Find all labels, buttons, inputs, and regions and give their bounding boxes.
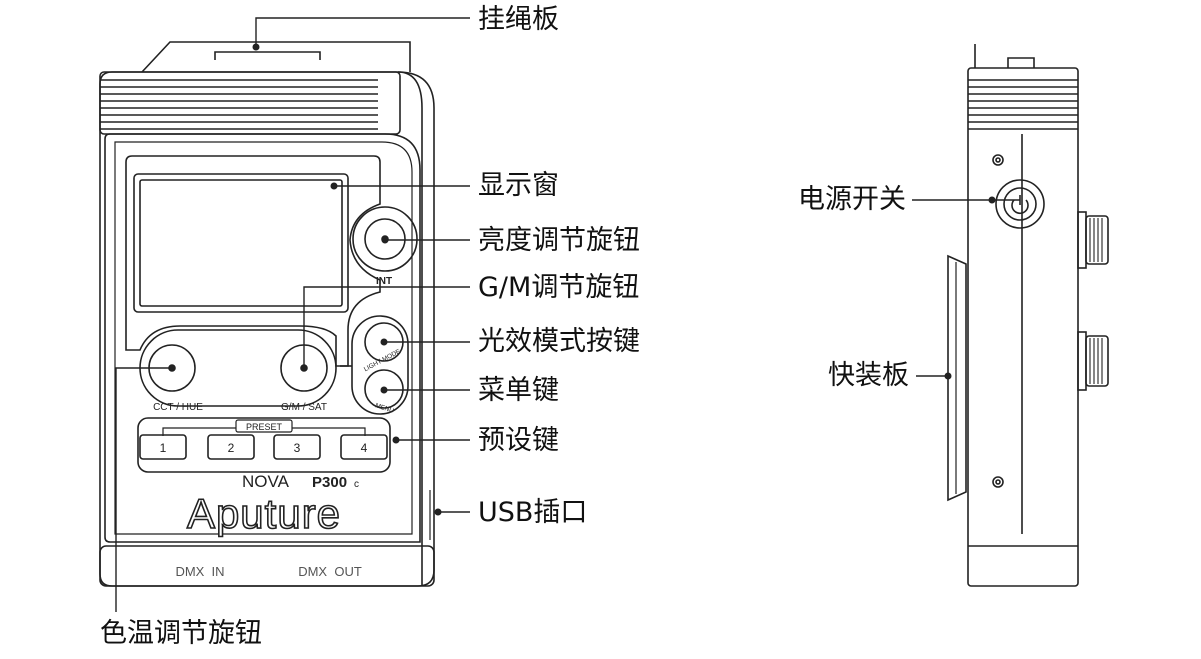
control-panel (104, 133, 421, 543)
preset-key-3-label: 3 (294, 441, 301, 455)
dmx-in-label: DMX IN (175, 564, 224, 579)
display-frame (125, 155, 381, 367)
side-heatsink-ribs (968, 79, 1078, 130)
callout-display-window: 显示窗 (478, 170, 559, 201)
side-screw-top (992, 154, 1004, 166)
callout-preset-buttons: 预设键 (478, 425, 559, 456)
menu-button[interactable] (364, 369, 404, 409)
side-body (967, 67, 1079, 587)
power-switch-ring (995, 179, 1045, 229)
leader-lanyard (255, 17, 470, 47)
preset-key-2[interactable] (207, 434, 255, 460)
callout-menu-button: 菜单键 (478, 375, 559, 406)
callout-power-switch: 电源开关 (798, 184, 906, 215)
callout-cct-knob: 色温调节旋钮 (100, 618, 262, 649)
lanyard-plate (141, 41, 411, 73)
leader-lines (115, 17, 1020, 612)
callout-light-mode-button: 光效模式按键 (478, 326, 640, 357)
gm-sat-label: G/M / SAT (281, 402, 327, 413)
heatsink-ribs (100, 79, 378, 130)
preset-key-1[interactable] (139, 434, 187, 460)
connector-top-grip (1089, 218, 1103, 262)
int-label: INT (376, 276, 392, 287)
brand-logo: Aputure (187, 490, 341, 537)
power-icon[interactable] (1003, 187, 1037, 221)
dmx-out-label: DMX OUT (298, 564, 362, 579)
connector-bottom (1085, 335, 1109, 387)
button-capsule (351, 315, 409, 415)
top-heatsink (99, 71, 401, 135)
preset-key-4-label: 4 (361, 441, 368, 455)
lanyard-plate-tab (214, 51, 321, 60)
preset-bracket (162, 427, 366, 436)
callout-gm-knob: G/M调节旋钮 (478, 272, 640, 303)
bottom-band (99, 545, 435, 587)
front-body-inner (397, 71, 423, 586)
callout-lanyard-plate: 挂绳板 (478, 4, 559, 35)
leader-cct (115, 367, 172, 612)
preset-label-box (235, 419, 293, 433)
leader-gm (303, 286, 470, 368)
preset-key-3[interactable] (273, 434, 321, 460)
connector-top-base (1077, 211, 1087, 269)
int-knob[interactable] (364, 218, 406, 260)
model-c: c (354, 479, 359, 490)
side-screw-bottom-center (995, 479, 1001, 485)
connector-top (1085, 215, 1109, 265)
preset-key-2-label: 2 (228, 441, 235, 455)
side-view (947, 44, 1109, 587)
model-nova: NOVA (242, 472, 290, 491)
preset-label: PRESET (246, 422, 283, 432)
side-screw-top-center (995, 157, 1001, 163)
front-view: INT CCT / HUE G/M / SAT LIGHT MODE MENU … (99, 41, 435, 587)
display-screen (133, 173, 349, 313)
callout-quick-release-plate: 快装板 (828, 360, 909, 391)
connector-bottom-grip (1089, 338, 1103, 384)
callout-brightness-knob: 亮度调节旋钮 (478, 225, 640, 256)
cct-hue-label: CCT / HUE (153, 402, 203, 413)
preset-panel (137, 417, 391, 473)
model-p300: P300 (312, 474, 347, 491)
callout-usb-port: USB插口 (478, 497, 588, 528)
side-top-clip (1007, 57, 1035, 68)
side-screw-bottom (992, 476, 1004, 488)
leader-dots (168, 43, 996, 516)
int-knob-ring (352, 206, 418, 272)
display-screen-inner (139, 179, 343, 307)
control-panel-inner (114, 141, 413, 535)
preset-key-4[interactable] (340, 434, 388, 460)
preset-key-1-label: 1 (160, 441, 167, 455)
quick-release-plate (947, 254, 967, 502)
connector-bottom-base (1077, 331, 1087, 391)
